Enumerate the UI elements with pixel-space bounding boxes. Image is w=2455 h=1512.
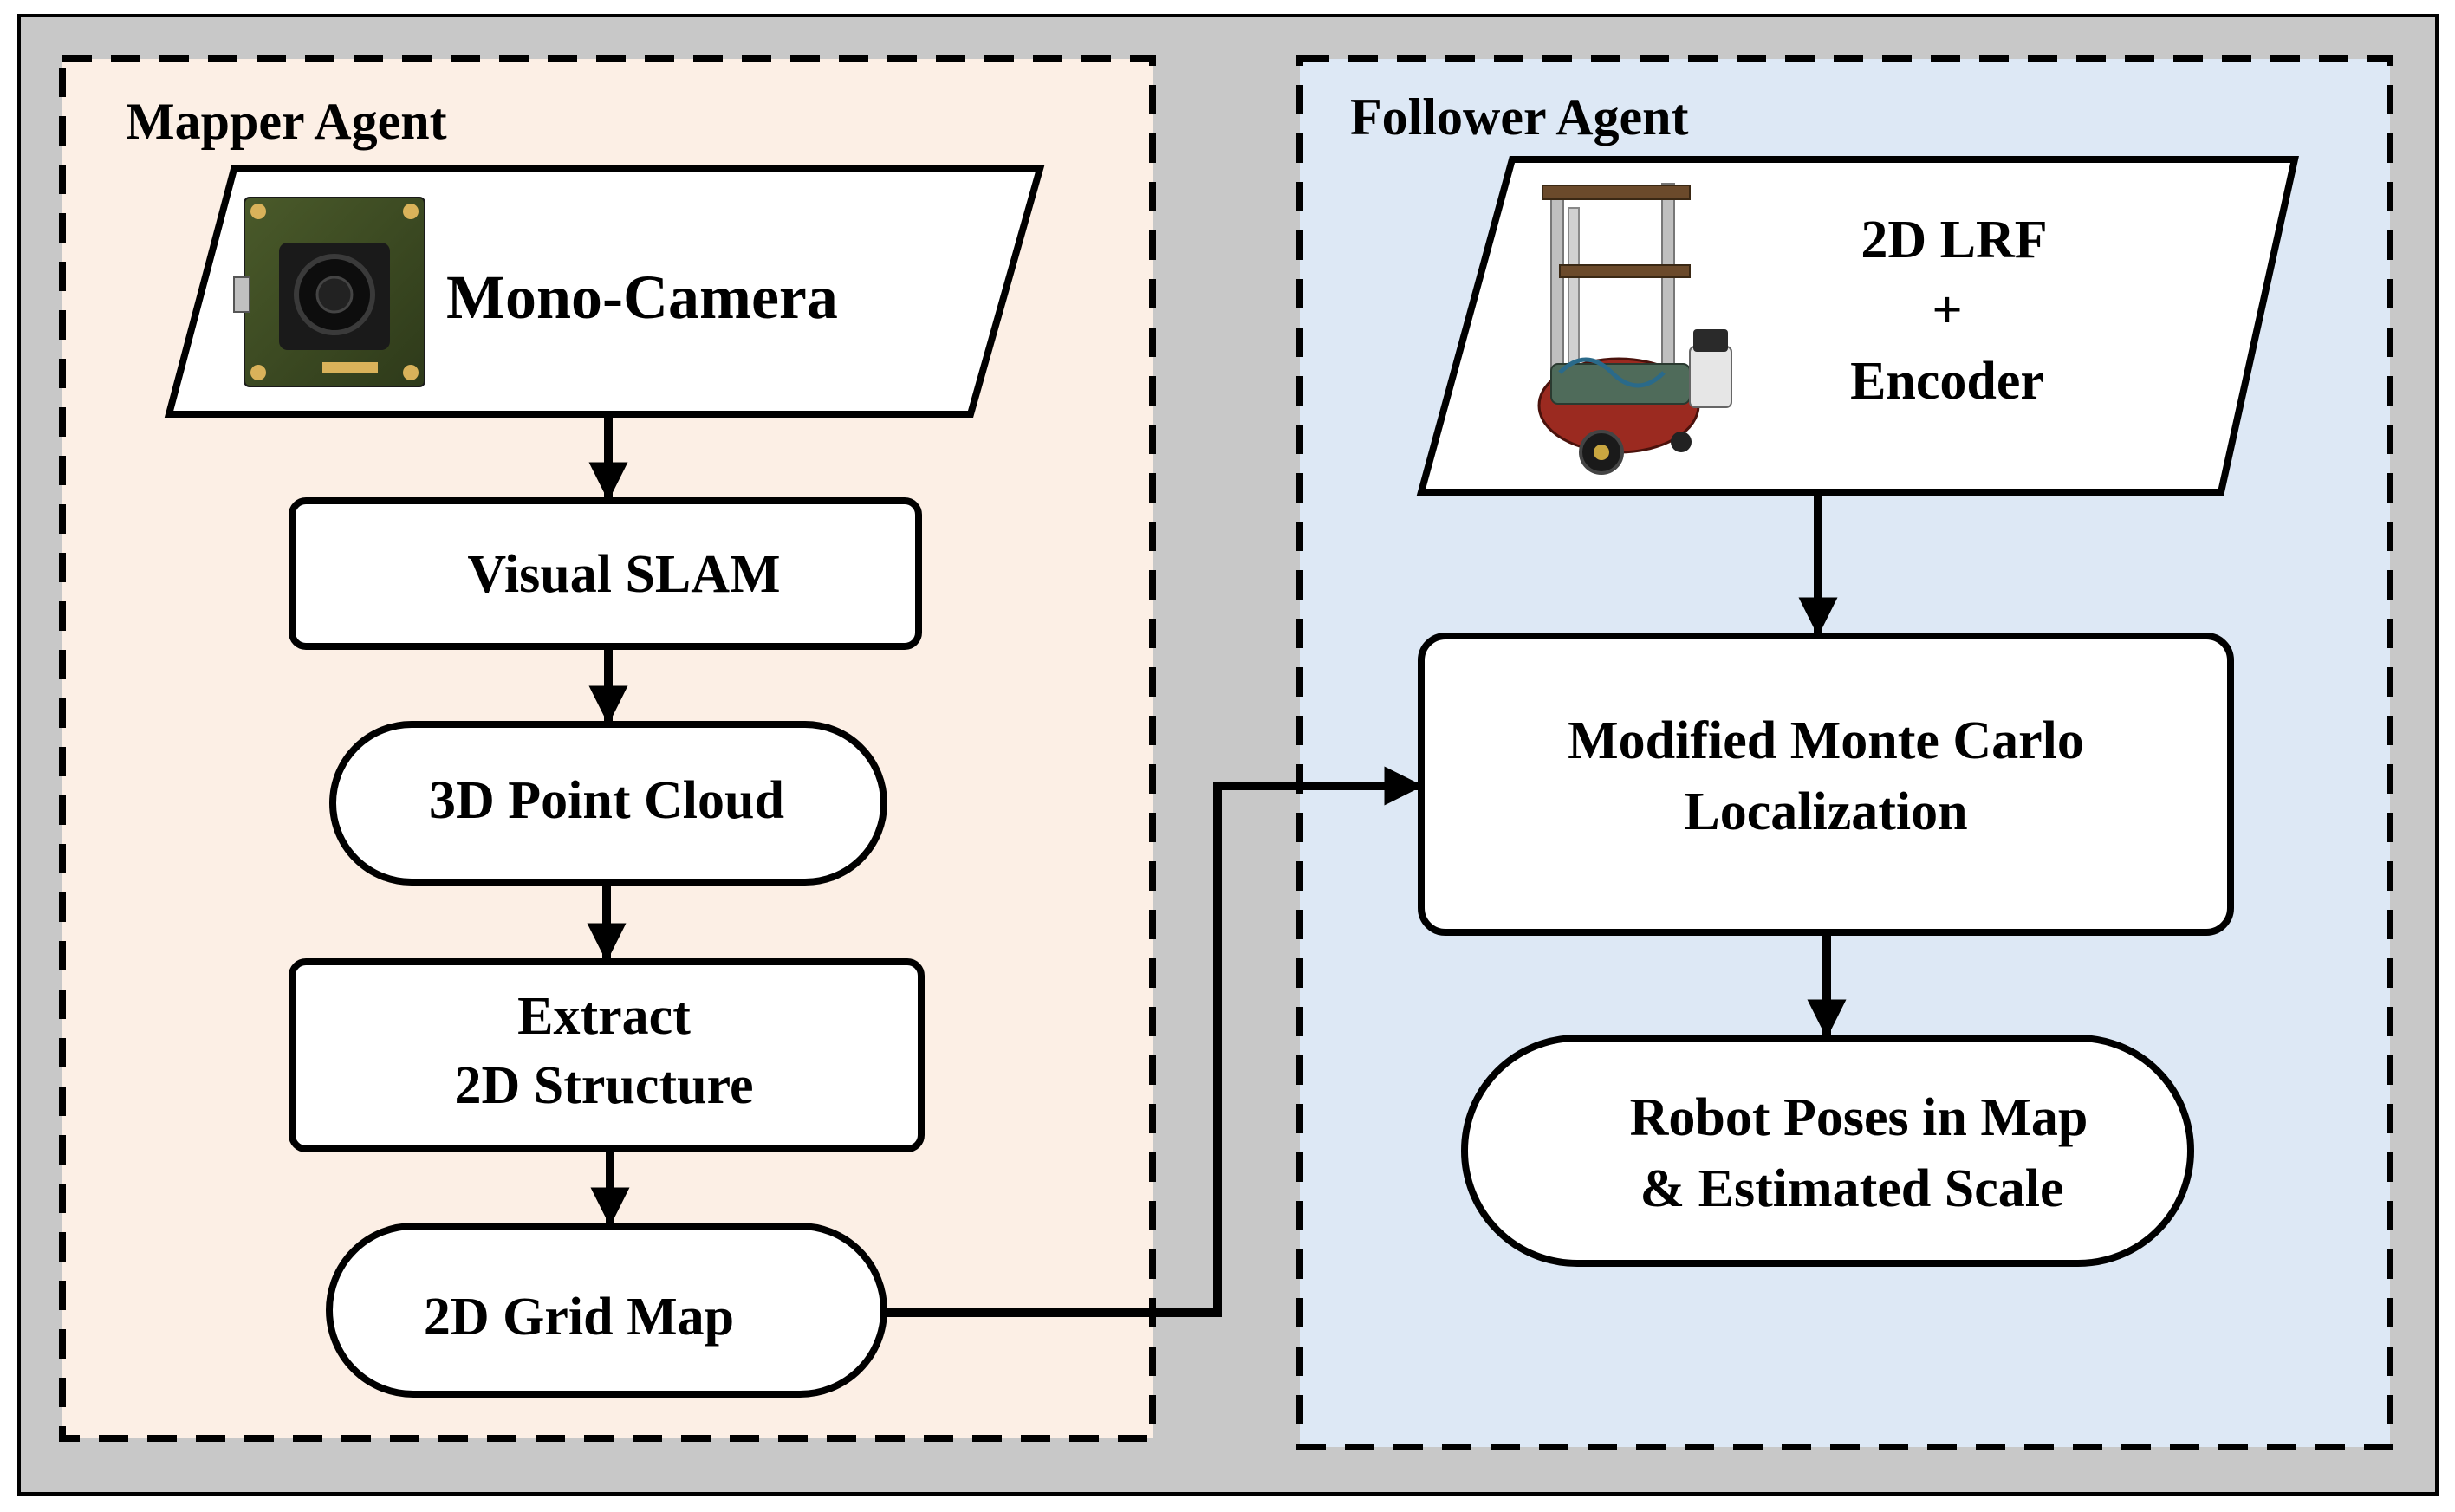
extract-label-line1: Extract [517,987,691,1046]
mono-camera-label: Mono-Camera [446,263,838,332]
grid-map-label: 2D Grid Map [424,1288,734,1347]
robot-poses-label-line2: & Estimated Scale [1640,1159,2063,1218]
encoder-label: Encoder [1850,352,2044,411]
robot-poses-terminal [1461,1035,2194,1267]
mcl-label-line1: Modified Monte Carlo [1568,711,2084,770]
plus-label: + [1932,281,1962,340]
camera-module-icon [233,197,425,387]
lrf-label: 2D LRF [1861,211,2047,269]
mobile-robot-icon [1537,183,1732,475]
mcl-label-line2: Localization [1684,782,1967,841]
robot-poses-label-line1: Robot Poses in Map [1630,1088,2088,1147]
follower-agent-title: Follower Agent [1350,88,1689,146]
extract-label-line2: 2D Structure [455,1056,754,1115]
visual-slam-label: Visual SLAM [467,545,780,604]
mapper-agent-title: Mapper Agent [126,93,447,150]
point-cloud-label: 3D Point Cloud [429,771,784,830]
arrow-gridmap-to-mcl [884,766,1424,1317]
